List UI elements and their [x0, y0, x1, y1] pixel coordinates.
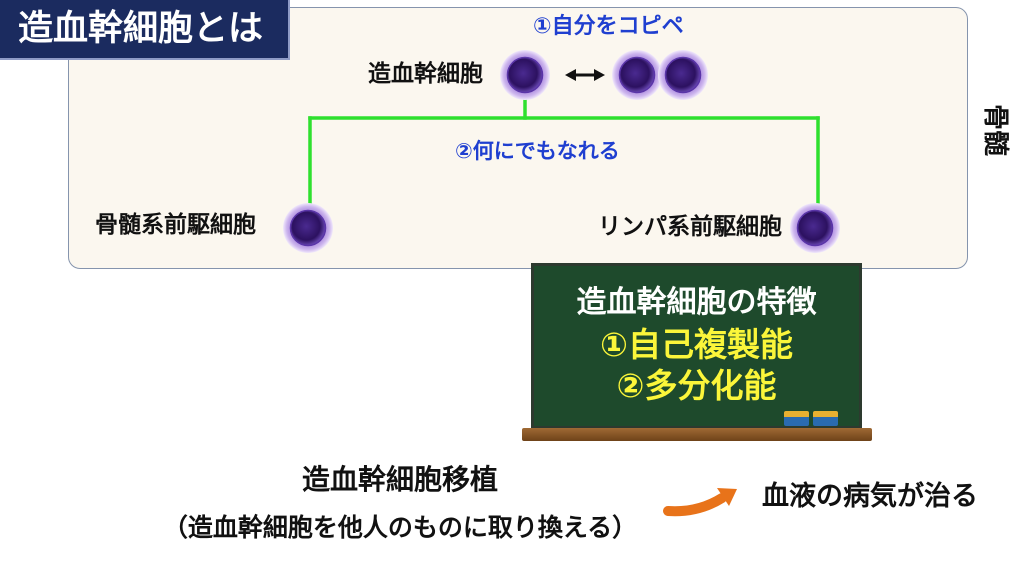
board-point-multipotency: ②多分化能	[616, 366, 777, 405]
bone-marrow-label: 骨髄	[980, 104, 1010, 157]
stem-cell-label: 造血幹細胞	[368, 61, 483, 87]
transplant-note: （造血幹細胞を他人のものに取り換える）	[162, 513, 638, 542]
myeloid-progenitor-label: 骨髄系前駆細胞	[95, 212, 256, 238]
blackboard: 造血幹細胞の特徴 ①自己複製能 ②多分化能	[531, 263, 862, 429]
title-banner: 造血幹細胞とは	[0, 0, 290, 60]
page-title: 造血幹細胞とは	[18, 9, 264, 49]
eraser-icon	[784, 411, 809, 426]
transplant-title: 造血幹細胞移植	[301, 463, 498, 496]
multipotency-label: ②何にでもなれる	[455, 139, 620, 163]
board-point-self-renewal: ①自己複製能	[600, 325, 793, 364]
blackboard-ledge	[522, 428, 872, 441]
eraser-icon	[813, 411, 838, 426]
board-heading: 造血幹細胞の特徴	[576, 285, 817, 320]
transplant-result: 血液の病気が治る	[762, 481, 978, 512]
lymphoid-progenitor-label: リンパ系前駆細胞	[598, 214, 782, 240]
self-renewal-label: ①自分をコピペ	[533, 14, 684, 39]
